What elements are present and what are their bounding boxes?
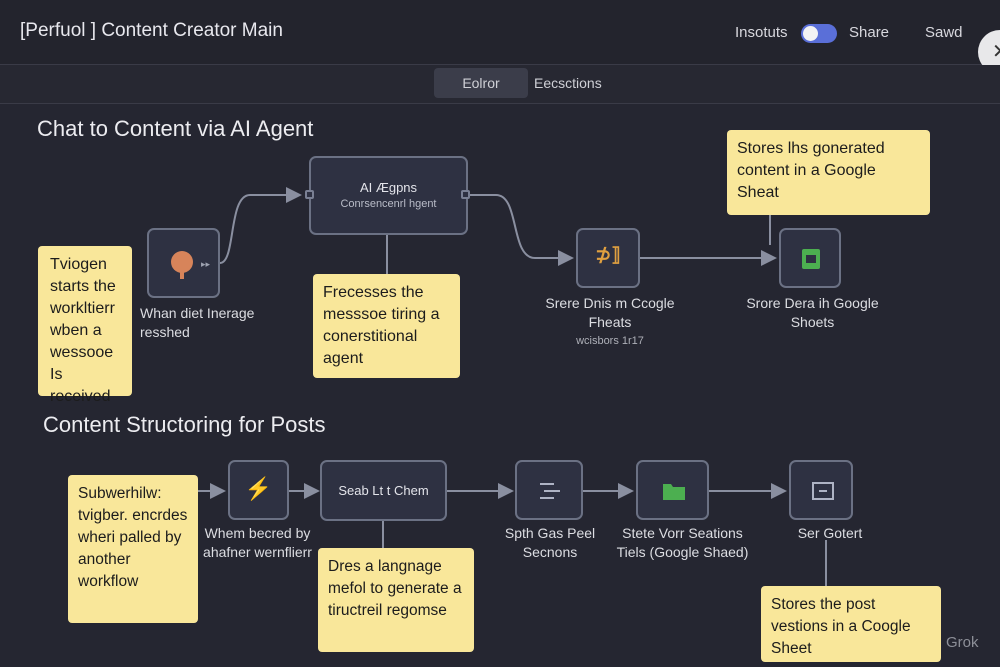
close-button[interactable]: ✕ <box>978 30 1000 74</box>
watermark: Grok <box>946 634 979 651</box>
share-button[interactable]: Share <box>849 24 890 41</box>
section-title-content-structuring: Content Structoring for Posts <box>43 412 326 437</box>
list-icon <box>540 483 560 499</box>
caption-subworkflow-trigger: Whem becred by ahafner wernflierr <box>203 525 312 560</box>
agent-input-port[interactable] <box>305 190 314 199</box>
node-sort-content[interactable] <box>789 460 853 520</box>
saved-status: Sawd <box>925 24 963 41</box>
caption-store-sheets-2: Srore Dera ih Google Shoets <box>746 295 879 330</box>
caption-store-sheets: Srere Dnis m Ccogle Fheats wcisbors 1r17 <box>530 294 690 351</box>
caption-store-sections: Stete Vorr Seations Tiels (Google Shaed) <box>616 525 749 560</box>
sort-icon <box>812 482 834 500</box>
arrow-icon: ⊅⟧ <box>595 245 621 266</box>
caption-sort-content: Ser Gotert <box>797 525 863 541</box>
link-agent-to-store <box>470 194 574 266</box>
llm-node-label: Seab Lt t Chem <box>338 483 429 498</box>
node-dots-icon: ▸▸ <box>201 259 211 269</box>
caption-chat-trigger: Whan diet Inerage resshed <box>140 305 255 340</box>
node-store-sheets-2[interactable] <box>779 228 841 288</box>
close-icon: ✕ <box>992 39 1000 64</box>
sticky-note-llm[interactable]: Dres a langnage mefol to generate a tiru… <box>318 548 474 652</box>
toggle-knob <box>803 26 818 41</box>
agent-node-title: AI Ægpns <box>359 180 418 195</box>
link-trigger-to-agent <box>219 187 302 264</box>
sticky-note-post[interactable]: Stores the post vestions in a Coogle She… <box>761 586 941 662</box>
node-split-sections[interactable] <box>515 460 583 520</box>
folder-icon <box>663 484 685 500</box>
node-llm-chain[interactable]: Seab Lt t Chem <box>320 460 447 521</box>
top-bar: [Perfuol ] Content Creator Main Insotuts… <box>0 0 1000 65</box>
tab-bar: Eolror Eecsctions <box>0 65 1000 104</box>
section-title-chat-to-content: Chat to Content via AI Agent <box>37 116 314 141</box>
tab-executions[interactable]: Eecsctions <box>534 75 602 91</box>
node-subworkflow-trigger[interactable]: ⚡ <box>228 460 289 520</box>
store-caption-text: Srere Dnis m Ccogle Fheats <box>545 295 675 330</box>
node-chat-trigger[interactable]: ▸▸ <box>147 228 220 298</box>
workflow-title[interactable]: [Perfuol ] Content Creator Main <box>20 20 283 41</box>
lightning-icon: ⚡ <box>244 476 273 501</box>
sticky-note-agent[interactable]: Frecesses the messsoe tiring a conerstit… <box>313 274 460 378</box>
sticky-note-subworkflow[interactable]: Subwerhilw: tvigber. encrdes wheri palle… <box>68 475 198 623</box>
store-caption-sub: wcisbors 1r17 <box>576 335 644 347</box>
google-sheets-icon <box>802 249 820 269</box>
chat-bubble-icon <box>171 251 193 279</box>
agent-output-port[interactable] <box>461 190 470 199</box>
sticky-note-trigger[interactable]: Tviogen starts the workltierr wben a wes… <box>38 246 132 405</box>
insights-label: Insotuts <box>735 24 788 41</box>
tab-editor[interactable]: Eolror <box>434 68 528 98</box>
node-ai-agent[interactable]: AI Ægpns Conrsencenrl hgent <box>305 156 470 235</box>
sticky-note-store[interactable]: Stores lhs gonerated content in a Google… <box>727 130 930 215</box>
active-toggle[interactable] <box>801 24 837 43</box>
caption-split-sections: Spth Gas Peel Secnons <box>504 525 596 560</box>
node-store-sheets[interactable]: ⊅⟧ <box>576 228 640 288</box>
node-store-sections[interactable] <box>636 460 709 520</box>
agent-node-subtitle: Conrsencenrl hgent <box>340 198 437 210</box>
